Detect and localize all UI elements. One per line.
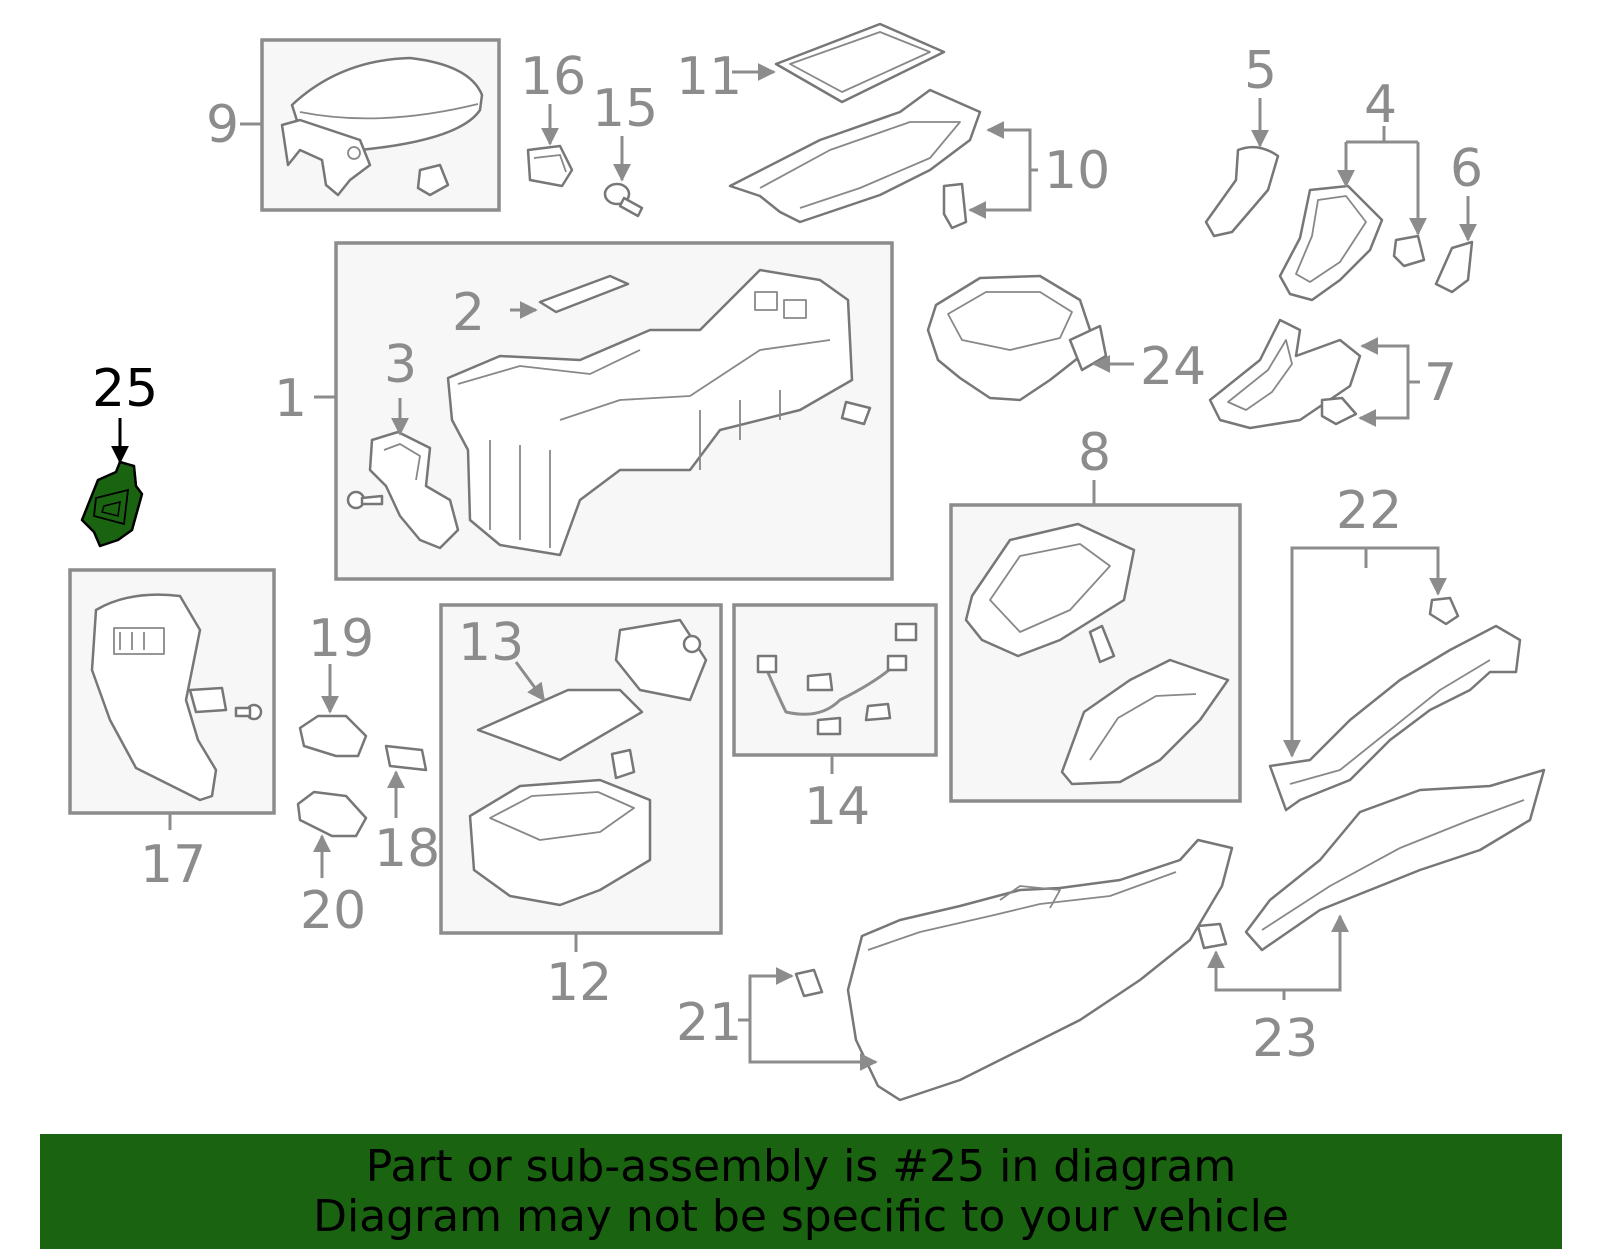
part-7-shift-panel xyxy=(1208,318,1362,430)
part-17-rear-panel xyxy=(90,593,263,802)
callout-1: 1 xyxy=(274,369,307,429)
part-10-trim-panel xyxy=(728,88,982,230)
part-11-tray-mat xyxy=(774,22,946,104)
callout-4: 4 xyxy=(1364,75,1397,135)
part-4-shift-bezel xyxy=(1278,184,1426,302)
part-13-lid-mat xyxy=(476,688,644,762)
callout-14: 14 xyxy=(804,777,870,837)
callout-17: 17 xyxy=(140,835,206,895)
callout-6: 6 xyxy=(1450,139,1483,199)
callout-12: 12 xyxy=(546,953,612,1013)
callout-20: 20 xyxy=(300,881,366,941)
banner-line-1: Part or sub-assembly is #25 in diagram xyxy=(365,1141,1237,1192)
part-9-armrest-lid xyxy=(280,56,484,197)
callout-23: 23 xyxy=(1252,1009,1318,1069)
part-14-harness xyxy=(756,622,918,736)
part-24-cup-holder xyxy=(926,274,1108,402)
part-16 xyxy=(526,144,574,188)
banner-line-2: Diagram may not be specific to your vehi… xyxy=(313,1191,1289,1242)
leader-lines xyxy=(111,63,1477,1071)
callout-7: 7 xyxy=(1424,353,1457,413)
callout-25: 25 xyxy=(92,359,158,419)
callout-19: 19 xyxy=(308,609,374,669)
part-20-switch xyxy=(296,790,368,838)
part-25-highlighted xyxy=(80,460,144,548)
callout-5: 5 xyxy=(1244,41,1277,101)
part-19-switch xyxy=(298,714,368,758)
callout-21: 21 xyxy=(676,993,742,1053)
part-1-console-body xyxy=(446,268,872,557)
part-15 xyxy=(603,182,644,218)
callout-13: 13 xyxy=(458,613,524,673)
callout-3: 3 xyxy=(384,335,417,395)
part-12-storage-box xyxy=(468,618,708,907)
callout-11: 11 xyxy=(676,47,742,107)
callout-9: 9 xyxy=(206,95,239,155)
callout-24: 24 xyxy=(1140,337,1206,397)
callout-15: 15 xyxy=(592,79,658,139)
callout-22: 22 xyxy=(1336,481,1402,541)
part-18 xyxy=(384,744,428,772)
part-2-pad xyxy=(538,274,630,314)
callout-8: 8 xyxy=(1078,423,1111,483)
part-3-bracket xyxy=(346,430,460,550)
part-8-console-pieces xyxy=(964,522,1230,786)
part-23-side-trim xyxy=(1196,768,1546,952)
callout-18: 18 xyxy=(374,819,440,879)
part-22-side-trim xyxy=(1268,596,1522,812)
callout-10: 10 xyxy=(1044,141,1110,201)
callout-2: 2 xyxy=(452,283,485,343)
part-21-lower-cover xyxy=(794,838,1234,1102)
info-banner: Part or sub-assembly is #25 in diagram D… xyxy=(40,1134,1562,1249)
part-6 xyxy=(1434,240,1474,294)
part-5-shift-cover xyxy=(1204,145,1280,238)
callout-16: 16 xyxy=(520,47,586,107)
